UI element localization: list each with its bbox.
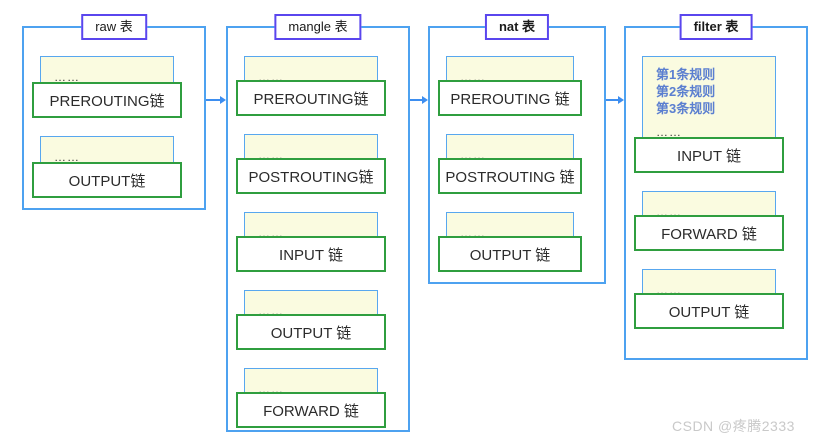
chain-box[interactable]: POSTROUTING链 (236, 158, 386, 194)
chain-box[interactable]: POSTROUTING 链 (438, 158, 582, 194)
arrow-shaft (606, 99, 618, 101)
arrow-nat-to-filter (606, 92, 624, 108)
chain-box[interactable]: OUTPUT 链 (634, 293, 784, 329)
table-container-filter: filter 表第1条规则第2条规则第3条规则 ……INPUT 链 ……FORWAR… (624, 14, 810, 360)
arrow-shaft (410, 99, 422, 101)
chain-box[interactable]: OUTPUT 链 (438, 236, 582, 272)
chain-card: ……PREROUTING链 (24, 56, 208, 130)
chain-card: 第1条规则第2条规则第3条规则 ……INPUT 链 (626, 56, 810, 185)
table-title-filter: filter 表 (679, 14, 753, 40)
chain-box[interactable]: OUTPUT 链 (236, 314, 386, 350)
chain-box[interactable]: FORWARD 链 (236, 392, 386, 428)
chain-box[interactable]: OUTPUT链 (32, 162, 182, 198)
chain-card: ……FORWARD 链 (626, 191, 810, 263)
chain-box[interactable]: PREROUTING链 (32, 82, 182, 118)
chain-card: ……FORWARD 链 (228, 368, 412, 440)
chain-card: ……OUTPUT链 (24, 136, 208, 210)
chain-dots: …… (54, 70, 80, 84)
rule-line: 第1条规则 (656, 67, 716, 82)
table-container-mangle: mangle 表 ……PREROUTING链……POSTROUTING链……INP… (226, 14, 412, 432)
chain-card: ……INPUT 链 (228, 212, 412, 284)
table-container-nat: nat 表 ……PREROUTING 链……POSTROUTING 链……OUTP… (428, 14, 608, 284)
table-title-mangle: mangle 表 (274, 14, 362, 40)
arrow-shaft (206, 99, 220, 101)
chain-card: ……PREROUTING链 (228, 56, 412, 128)
arrow-head (618, 96, 624, 104)
chain-card: ……OUTPUT 链 (430, 212, 608, 284)
arrow-head (220, 96, 226, 104)
rule-line: 第2条规则 (656, 84, 716, 99)
table-title-nat: nat 表 (484, 14, 550, 40)
csdn-watermark: CSDN @疼腾2333 (672, 418, 795, 434)
chain-card: ……POSTROUTING 链 (430, 134, 608, 206)
chain-dots: …… (656, 125, 682, 139)
arrow-mangle-to-nat (410, 92, 428, 108)
chain-box[interactable]: INPUT 链 (236, 236, 386, 272)
chain-card: ……OUTPUT 链 (626, 269, 810, 341)
table-container-raw: raw 表……PREROUTING链……OUTPUT链 (22, 14, 208, 210)
chain-card: ……OUTPUT 链 (228, 290, 412, 362)
arrow-raw-to-mangle (206, 92, 226, 108)
chain-card: ……PREROUTING 链 (430, 56, 608, 128)
chain-box[interactable]: INPUT 链 (634, 137, 784, 173)
chain-card: ……POSTROUTING链 (228, 134, 412, 206)
table-title-raw: raw 表 (81, 14, 147, 40)
chain-box[interactable]: PREROUTING链 (236, 80, 386, 116)
arrow-head (422, 96, 428, 104)
rule-line: 第3条规则 (656, 101, 716, 116)
chain-box[interactable]: PREROUTING 链 (438, 80, 582, 116)
chain-box[interactable]: FORWARD 链 (634, 215, 784, 251)
chain-dots: …… (54, 150, 80, 164)
